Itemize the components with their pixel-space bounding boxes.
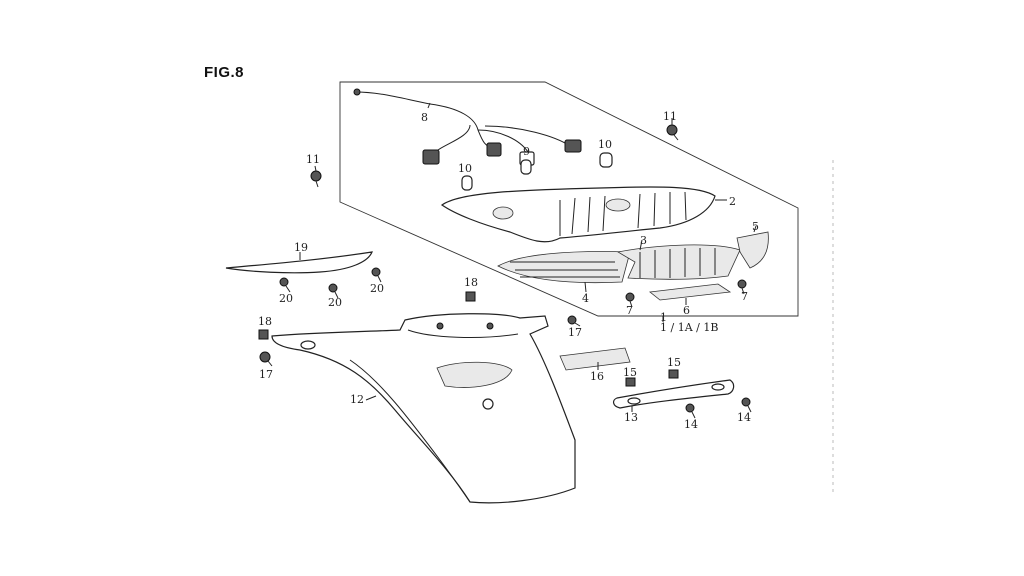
callout-19: 19 [294, 241, 308, 254]
callout-12: 12 [350, 393, 364, 406]
rear-fender-12 [271, 313, 576, 504]
leader-lines [299, 102, 757, 412]
bulb-9 [520, 159, 532, 175]
bulb-10-right [599, 152, 613, 168]
callout-1-1a-1b: 1 / 1A / 1B [660, 321, 718, 334]
callout-11-left: 11 [306, 153, 320, 166]
callout-4: 4 [582, 292, 589, 305]
callout-15-left: 15 [623, 366, 637, 379]
callout-20-a: 20 [279, 292, 293, 305]
callout-15-right: 15 [667, 356, 681, 369]
trim-strip-19 [225, 251, 373, 274]
bulb-10-left [461, 175, 473, 191]
callout-18-left: 18 [258, 315, 272, 328]
nut-18-right [668, 369, 679, 379]
tail-light-housing [440, 186, 716, 243]
callout-8: 8 [421, 111, 428, 124]
lens-4 [497, 251, 631, 284]
callout-20-b: 20 [328, 296, 342, 309]
bolt-14-left [685, 403, 696, 419]
callout-17-right: 17 [568, 326, 582, 339]
callout-3: 3 [640, 234, 647, 247]
callout-10-right: 10 [598, 138, 612, 151]
screw-11-left [310, 170, 322, 188]
bolt-14-right [741, 397, 752, 413]
screw-17-right [567, 315, 581, 327]
nut-15 [625, 377, 636, 387]
screw-7-right [737, 279, 747, 295]
callout-2: 2 [729, 195, 736, 208]
screw-20-b [328, 283, 339, 299]
clip-18-top [465, 291, 476, 302]
callout-6: 6 [683, 304, 690, 317]
screw-11-right [666, 124, 679, 141]
lens-3 [616, 244, 741, 280]
screw-17-left [259, 351, 273, 367]
callout-9: 9 [523, 145, 530, 158]
callout-7-left: 7 [626, 304, 633, 317]
figure-title: FIG.8 [204, 64, 245, 81]
callout-17-left: 17 [259, 368, 273, 381]
callout-7-right: 7 [741, 290, 748, 303]
callout-10-left: 10 [458, 162, 472, 175]
screw-20-c [371, 267, 382, 283]
reflector-16 [559, 347, 631, 371]
callout-14-left: 14 [684, 418, 698, 431]
callout-18-top: 18 [464, 276, 478, 289]
callout-20-c: 20 [370, 282, 384, 295]
callout-5: 5 [752, 220, 759, 233]
callout-11-right: 11 [663, 110, 677, 123]
assembly-group-outline [339, 81, 799, 317]
wiring-harness [353, 88, 582, 166]
screw-20-a [279, 277, 291, 293]
lens-plate-6 [649, 283, 732, 301]
callout-13: 13 [624, 411, 638, 424]
side-reflector-5 [736, 231, 769, 269]
bracket-13 [613, 379, 735, 409]
callout-14-right: 14 [737, 411, 751, 424]
clip-18-left [258, 329, 269, 340]
callout-16: 16 [590, 370, 604, 383]
screw-7-left [625, 292, 635, 308]
callout-1: 1 [660, 311, 667, 324]
